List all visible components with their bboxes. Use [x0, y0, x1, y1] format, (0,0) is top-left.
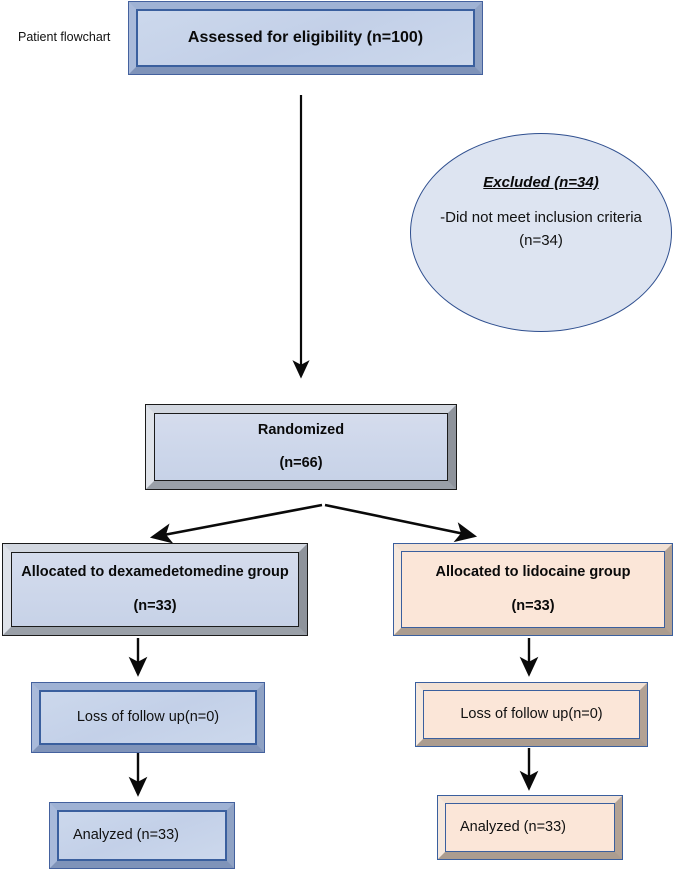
node-analyzed-dexmedetomidine: Analyzed (n=33) — [49, 802, 235, 869]
node-loss-follow-up-lidocaine-label: Loss of follow up(n=0) — [460, 705, 603, 722]
node-randomized-count: (n=66) — [279, 455, 323, 471]
node-loss-follow-up-dexmedetomidine: Loss of follow up(n=0) — [31, 682, 265, 753]
node-analyzed-lidocaine: Analyzed (n=33) — [437, 795, 623, 860]
node-analyzed-dexmedetomidine-face: Analyzed (n=33) — [57, 810, 227, 861]
node-analyzed-lidocaine-label: Analyzed (n=33) — [460, 818, 566, 835]
node-allocated-lidocaine-face: Allocated to lidocaine group (n=33) — [401, 551, 665, 628]
node-loss-follow-up-dexmedetomidine-label: Loss of follow up(n=0) — [76, 708, 220, 725]
node-allocated-lidocaine-count: (n=33) — [511, 597, 555, 614]
node-allocated-lidocaine: Allocated to lidocaine group (n=33) — [393, 543, 673, 636]
node-allocated-dexmedetomidine-count: (n=33) — [133, 597, 177, 614]
figure-side-label: Patient flowchart — [18, 30, 111, 44]
node-randomized-face: Randomized (n=66) — [154, 413, 448, 481]
node-loss-follow-up-dexmedetomidine-face: Loss of follow up(n=0) — [39, 690, 257, 745]
node-excluded-ellipse: Excluded (n=34) -Did not meet inclusion … — [410, 133, 672, 332]
node-allocated-dexmedetomidine: Allocated to dexamedetomedine group (n=3… — [2, 543, 308, 636]
node-allocated-dexmedetomidine-face: Allocated to dexamedetomedine group (n=3… — [11, 552, 299, 627]
node-analyzed-lidocaine-face: Analyzed (n=33) — [445, 803, 615, 852]
node-loss-follow-up-lidocaine-face: Loss of follow up(n=0) — [423, 690, 640, 739]
node-allocated-dexmedetomidine-label: Allocated to dexamedetomedine group — [21, 564, 289, 581]
node-analyzed-dexmedetomidine-label: Analyzed (n=33) — [73, 826, 179, 843]
node-assessed-label: Assessed for eligibility (n=100) — [187, 29, 424, 47]
connector-randomized-to-lidocaine — [324, 503, 478, 543]
node-allocated-lidocaine-label: Allocated to lidocaine group — [435, 564, 631, 581]
node-assessed-for-eligibility: Assessed for eligibility (n=100) — [128, 1, 483, 75]
node-randomized: Randomized (n=66) — [145, 404, 457, 490]
node-loss-follow-up-lidocaine: Loss of follow up(n=0) — [415, 682, 648, 747]
node-assessed-face: Assessed for eligibility (n=100) — [136, 9, 475, 67]
node-randomized-label: Randomized — [257, 421, 345, 438]
node-excluded-title: Excluded (n=34) — [483, 174, 599, 191]
node-excluded-reason: -Did not meet inclusion criteria (n=34) — [440, 209, 642, 249]
connector-randomized-to-dexmedetomidine — [149, 503, 323, 544]
